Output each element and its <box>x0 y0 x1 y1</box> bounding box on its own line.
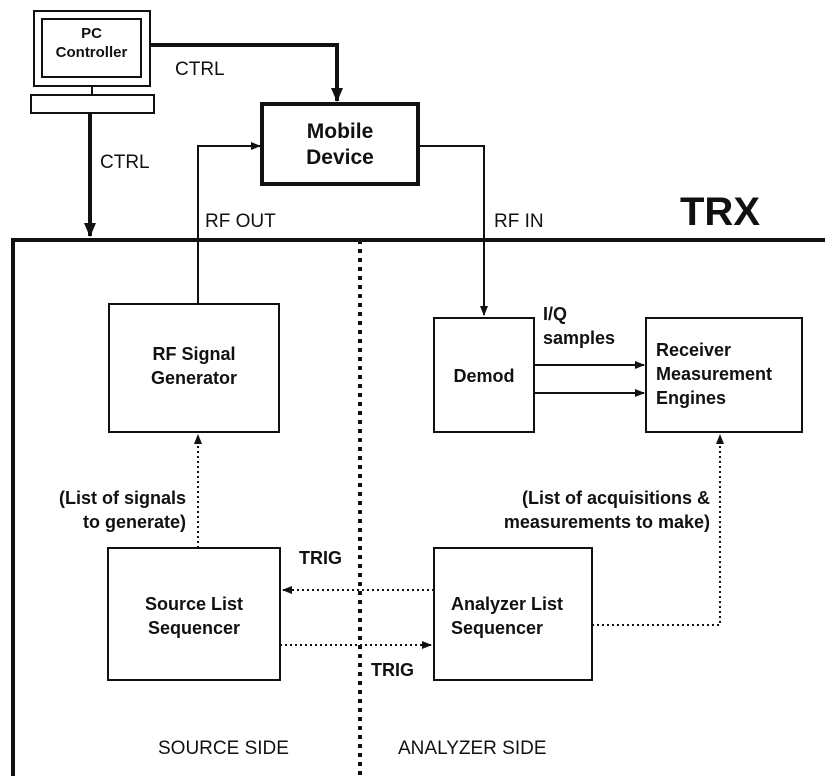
rfgen-line1: RF Signal <box>152 344 236 364</box>
mobile-label-line1: Mobile <box>306 120 374 143</box>
trx-frame <box>11 238 825 776</box>
acq-line2: measurements to make) <box>503 512 710 532</box>
trx-label: TRX <box>680 190 760 234</box>
source-list-sequencer-label: Source List Sequencer <box>108 592 280 640</box>
analyzer-seq-line2: Sequencer <box>451 618 544 638</box>
demod-box <box>433 317 535 433</box>
rf-signal-generator-box <box>108 303 280 433</box>
analyzer-seq-line1: Analyzer List <box>451 594 564 614</box>
rf-out-label: RF OUT <box>205 211 276 232</box>
iq-line2: samples <box>543 328 616 348</box>
receiver-engines-box <box>645 317 803 433</box>
source-list-sequencer-box <box>107 547 281 681</box>
mobile-device-box <box>260 102 420 186</box>
rf-in-line <box>418 145 488 316</box>
list-of-signals-label: (List of signals to generate) <box>36 486 186 534</box>
list-of-acquisitions-label: (List of acquisitions & measurements to … <box>470 486 710 534</box>
signals-line1: (List of signals <box>58 488 186 508</box>
acq-line1: (List of acquisitions & <box>521 488 710 508</box>
pc-label-line2: Controller <box>55 44 128 61</box>
ctrl-label-left: CTRL <box>100 152 150 173</box>
rfgen-line2: Generator <box>150 368 238 388</box>
analyzer-side-label: ANALYZER SIDE <box>398 738 547 759</box>
ctrl-label-top: CTRL <box>175 59 225 80</box>
pc-controller-icon <box>30 10 155 114</box>
rf-out-line <box>197 142 261 304</box>
trig-label-bottom: TRIG <box>371 660 414 680</box>
rf-signal-generator-label: RF Signal Generator <box>109 342 279 390</box>
receiver-line3: Engines <box>656 388 727 408</box>
pc-label-line1: PC <box>81 25 102 42</box>
receiver-line1: Receiver <box>656 340 732 360</box>
iq-samples-label: I/Q samples <box>543 302 615 350</box>
trig-label-top: TRIG <box>299 548 342 568</box>
demod-label: Demod <box>453 366 515 386</box>
receiver-line2: Measurement <box>656 364 773 384</box>
signals-line2: to generate) <box>82 512 186 532</box>
pc-controller-label: PC Controller <box>42 24 141 62</box>
receiver-engines-label: Receiver Measurement Engines <box>656 338 772 410</box>
mobile-device-label: Mobile Device <box>262 119 418 171</box>
analyzer-list-sequencer-box <box>433 547 593 681</box>
analyzer-list-sequencer-label: Analyzer List Sequencer <box>451 592 563 640</box>
rf-in-label: RF IN <box>494 211 544 232</box>
source-side-label: SOURCE SIDE <box>158 738 289 759</box>
iq-line1: I/Q <box>543 304 568 324</box>
mobile-label-line2: Device <box>306 146 374 169</box>
ctrl-arrow-to-mobile <box>150 43 343 102</box>
source-seq-line2: Sequencer <box>147 618 241 638</box>
source-seq-line1: Source List <box>144 594 244 614</box>
